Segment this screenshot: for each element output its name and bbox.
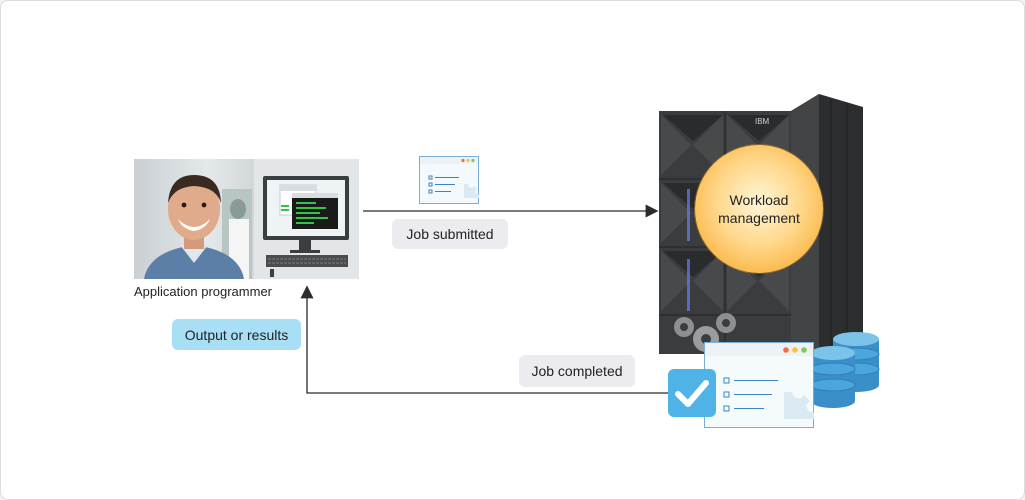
output-results-label: Output or results: [172, 319, 301, 350]
job-document-icon: [419, 156, 479, 204]
workload-management-orb: Workload management: [695, 145, 823, 273]
workload-label-line2: management: [718, 210, 800, 226]
checkmark-icon: [668, 369, 716, 417]
computer-monitor-icon: [254, 159, 359, 279]
result-document-icon: [704, 342, 814, 428]
server-logo: IBM: [755, 117, 770, 126]
result-arrow: [300, 285, 669, 394]
job-completed-label: Job completed: [519, 355, 635, 387]
job-submitted-label: Job submitted: [392, 219, 508, 249]
programmer-label: Application programmer: [134, 284, 273, 299]
database-icon: [809, 329, 881, 415]
workload-label-line1: Workload: [729, 192, 789, 208]
programmer-photo: [134, 159, 254, 279]
